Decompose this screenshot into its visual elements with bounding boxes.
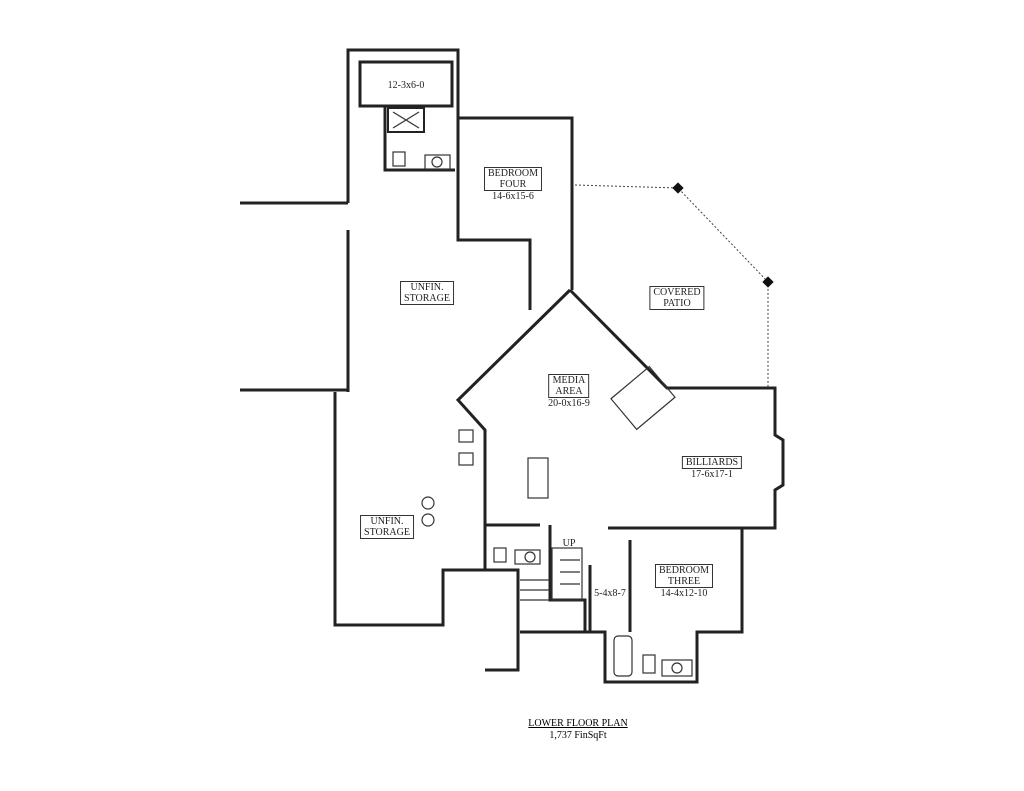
patio-posts [672, 182, 774, 288]
stairs-up-label: UP [562, 538, 576, 549]
media-area-line1: MEDIA [552, 375, 586, 386]
media-area-line2: AREA [555, 386, 583, 397]
bedroom-four-name-line2: FOUR [499, 179, 527, 190]
billiards-dims: 17-6x17-1 [691, 469, 733, 480]
plan-title-block: LOWER FLOOR PLAN 1,737 FinSqFt [528, 718, 627, 742]
unfin-storage-lower-name: UNFIN.STORAGE [360, 515, 414, 539]
bedroom-four-dims: 14-6x15-6 [492, 191, 534, 202]
bedroom-three-dims: 14-4x12-10 [660, 588, 708, 599]
plan-area: 1,737 FinSqFt [549, 730, 607, 741]
unfin-storage-upper-name: UNFIN.STORAGE [400, 281, 454, 305]
closet-top-dims: 12-3x6-0 [387, 80, 425, 91]
unfin-storage-upper-line1: UNFIN. [410, 282, 444, 293]
unfin-storage-upper-label: UNFIN.STORAGE [400, 281, 454, 305]
fixtures [392, 111, 693, 677]
covered-patio-outline [574, 184, 769, 388]
closet-small-dims: 5-4x8-7 [594, 588, 626, 599]
unfin-storage-lower-label: UNFIN.STORAGE [360, 515, 414, 539]
bedroom-three-line1: BEDROOM [658, 565, 710, 576]
bedroom-four-name-line1: BEDROOM [487, 168, 539, 179]
covered-patio-line1: COVERED [653, 287, 701, 298]
billiards-label: BILLIARDS 17-6x17-1 [681, 456, 743, 480]
bedroom-three-line2: THREE [667, 576, 701, 587]
unfin-storage-lower-line1: UNFIN. [370, 516, 404, 527]
plan-title: LOWER FLOOR PLAN [528, 718, 628, 729]
walls [240, 48, 785, 684]
covered-patio-line2: PATIO [663, 298, 691, 309]
media-area-dims: 20-0x16-9 [548, 398, 590, 409]
unfin-storage-upper-line2: STORAGE [404, 293, 450, 304]
unfin-storage-lower-line2: STORAGE [364, 527, 410, 538]
billiards-name: BILLIARDS [681, 456, 743, 469]
